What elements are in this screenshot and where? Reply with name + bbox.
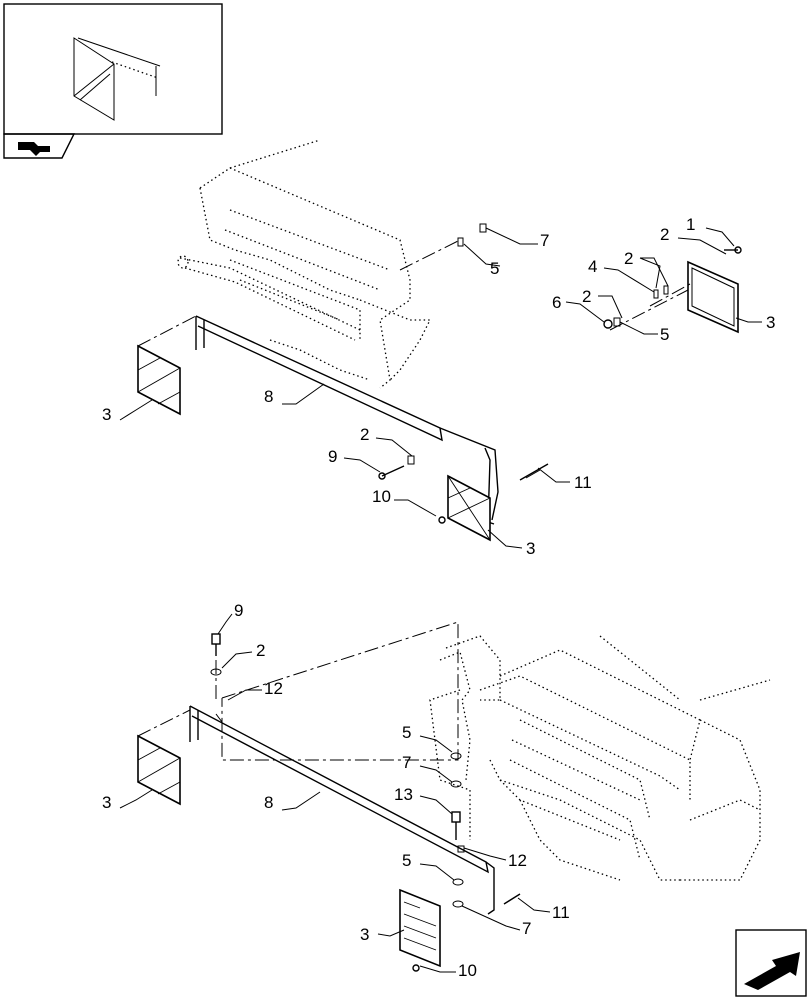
callout-1: 1: [686, 215, 695, 234]
bracket-bar-bottom: [189, 705, 495, 915]
callout-5: 5: [660, 325, 669, 344]
callout-7: 7: [522, 919, 531, 938]
callout-12: 12: [264, 679, 283, 698]
next-page-arrow-icon[interactable]: [735, 929, 807, 997]
callout-11: 11: [574, 473, 592, 492]
top-machine-frame: [177, 139, 461, 389]
callout-7: 7: [402, 753, 411, 772]
leaders-bottom: [119, 613, 551, 973]
callout-5: 5: [490, 259, 499, 278]
reflector-top-left: [137, 315, 197, 416]
callout-3: 3: [102, 793, 111, 812]
bottom-construction-lines: [137, 621, 459, 761]
bottom-machine-frame: [429, 635, 771, 881]
callout-9: 9: [234, 601, 243, 620]
callout-7: 7: [540, 231, 549, 250]
callout-2: 2: [582, 287, 591, 306]
previous-page-arrow-icon[interactable]: [3, 133, 76, 159]
locator-thumbnail: [3, 3, 223, 135]
callout-3: 3: [360, 925, 369, 944]
callout-10: 10: [458, 961, 477, 980]
callout-3: 3: [102, 405, 111, 424]
callout-2: 2: [256, 641, 265, 660]
leaders-top: [119, 227, 762, 549]
callout-4: 4: [588, 257, 597, 276]
callout-11: 11: [552, 903, 570, 922]
reflector-bottom-left: [137, 734, 181, 806]
callout-3: 3: [526, 539, 535, 558]
callout-8: 8: [264, 793, 273, 812]
callout-13: 13: [394, 785, 413, 804]
callout-10: 10: [372, 487, 391, 506]
hardware-top: [378, 223, 742, 524]
bracket-bar-top: [195, 315, 499, 525]
callout-12: 12: [508, 851, 527, 870]
reflector-top-right: [447, 474, 491, 542]
callout-5: 5: [402, 851, 411, 870]
callout-2: 2: [660, 225, 669, 244]
callout-8: 8: [264, 387, 273, 406]
hardware-bottom: [210, 633, 521, 972]
reflector-bottom-right: [399, 888, 441, 968]
callout-3: 3: [766, 313, 775, 332]
callouts-top: 7 5 1 2 2 4 2 6 5 3 3 8 2 9 10 11 3: [102, 215, 775, 558]
callout-2: 2: [624, 249, 633, 268]
callouts-bottom: 9 2 12 3 8 5 7 13 12 5 11 3 7 10: [102, 601, 570, 980]
callout-6: 6: [552, 293, 561, 312]
callout-9: 9: [328, 447, 337, 466]
callout-5: 5: [402, 723, 411, 742]
callout-2: 2: [360, 425, 369, 444]
reflector-detail: [609, 260, 739, 334]
